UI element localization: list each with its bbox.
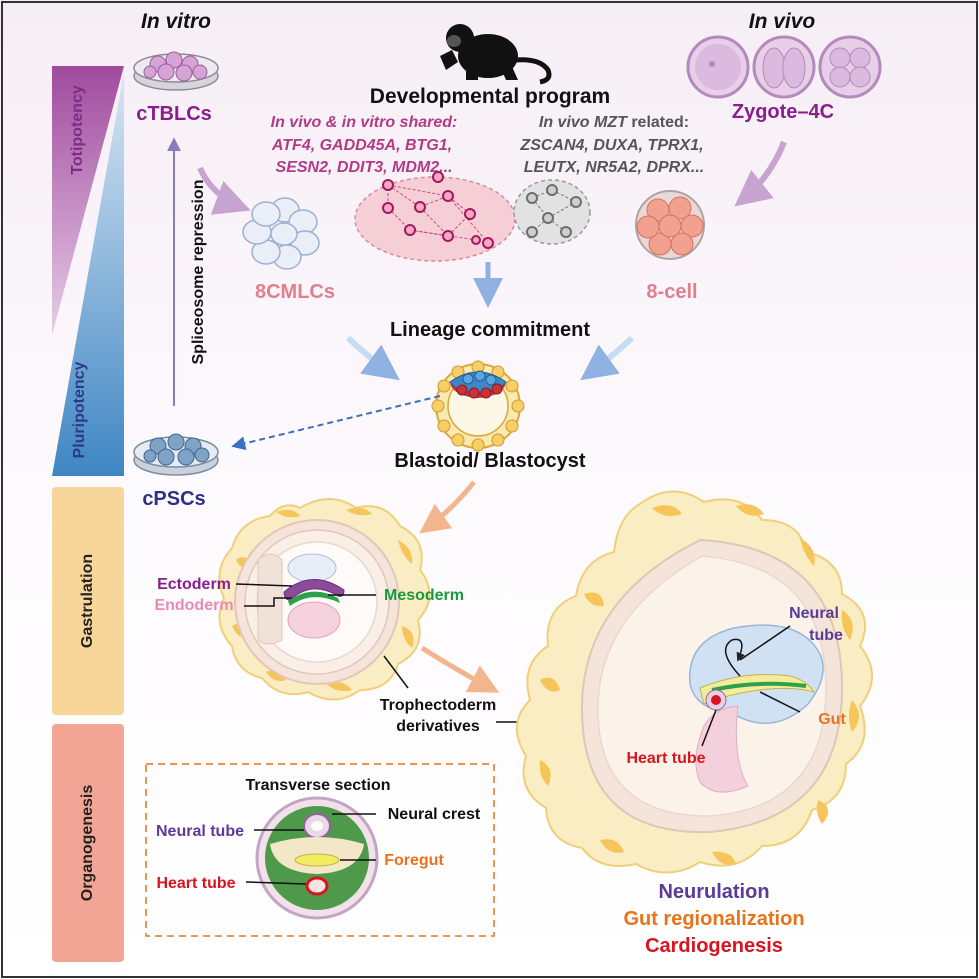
gastrula-embryo-icon xyxy=(218,498,431,701)
trophectoderm-leader-line-left xyxy=(383,655,409,689)
shared-genes-block: In vivo & in vitro shared: ATF4, GADD45A… xyxy=(271,114,458,176)
gut-regionalization-label: Gut regionalization xyxy=(623,908,804,930)
endoderm-leader-line xyxy=(244,597,292,607)
lineage-commitment-label: Lineage commitment xyxy=(390,319,590,341)
mzt-genes-line-2: LEUTX, NR5A2, DPRX... xyxy=(524,159,704,176)
section-neural-tube-label: Neural tube xyxy=(156,823,244,840)
gut-label: Gut xyxy=(818,711,846,728)
pluripotency-label: Pluripotency xyxy=(71,361,88,458)
blastocyst-icon xyxy=(431,360,525,452)
section-heart-tube-leader-line xyxy=(245,881,307,885)
endoderm-label: Endoderm xyxy=(154,597,233,614)
cpscs-label: cPSCs xyxy=(142,488,205,510)
dashed-arrow-blastocyst-to-cpscs xyxy=(231,395,441,451)
gut-leader-line xyxy=(759,691,801,713)
mzt-title-rest: related: xyxy=(627,114,689,131)
zygote-embryos-icon xyxy=(686,35,882,99)
mzt-gene-network xyxy=(513,179,591,245)
8cmlcs-label: 8CMLCs xyxy=(255,281,335,303)
mzt-genes-block: In vivo MZT related: ZSCAN4, DUXA, TPRX1… xyxy=(519,114,704,176)
transverse-section-icon xyxy=(255,796,379,920)
arrow-blastocyst-to-gastrula xyxy=(419,480,476,534)
shared-gene-network xyxy=(354,171,516,262)
mesoderm-label: Mesoderm xyxy=(384,587,464,604)
in-vivo-label: In vivo xyxy=(749,10,816,33)
shared-genes-line-2: SESN2, DDIT3, MDM2... xyxy=(276,159,453,176)
section-heart-tube-label: Heart tube xyxy=(156,875,235,892)
ctblcs-dish-icon xyxy=(133,51,219,91)
zygote-4c-label: Zygote–4C xyxy=(732,101,834,123)
ectoderm-label: Ectoderm xyxy=(157,576,231,593)
ectoderm-leader-line xyxy=(235,583,293,587)
blastoid-blastocyst-label: Blastoid/ Blastocyst xyxy=(394,450,586,472)
arrow-8cell-to-blastocyst xyxy=(580,335,635,381)
gastrulation-bar xyxy=(52,487,124,715)
organogenesis-embryo-icon xyxy=(515,490,873,874)
arrow-ctblcs-to-8cmlcs xyxy=(197,166,251,215)
arrow-gastrula-to-embryo xyxy=(420,645,500,693)
heart-tube-label: Heart tube xyxy=(626,750,705,767)
neural-tube-leader-line xyxy=(739,625,791,661)
neural-crest-label: Neural crest xyxy=(388,806,481,823)
arrow-zygote-to-8cell xyxy=(734,140,787,207)
in-vitro-label: In vitro xyxy=(141,10,211,33)
shared-genes-line-1: ATF4, GADD45A, BTG1, xyxy=(271,137,452,154)
transverse-section-title: Transverse section xyxy=(246,777,391,794)
ctblcs-label: cTBLCs xyxy=(136,103,212,125)
organogenesis-bar xyxy=(52,724,124,962)
8-cell-embryo-icon xyxy=(635,190,705,260)
mzt-genes-title: In vivo MZT related: xyxy=(539,114,689,131)
trophectoderm-label-line-1: Trophectoderm xyxy=(380,697,496,714)
transverse-section-box xyxy=(145,763,495,937)
monkey-icon xyxy=(440,24,552,85)
totipotency-label: Totipotency xyxy=(69,85,86,175)
heart-tube-leader-line xyxy=(701,709,717,747)
organogenesis-label: Organogenesis xyxy=(79,785,96,902)
mzt-title-italic: In vivo MZT xyxy=(539,114,628,131)
cardiogenesis-label: Cardiogenesis xyxy=(645,935,783,957)
neurulation-label: Neurulation xyxy=(658,881,769,903)
stage-bars: Totipotency Pluripotency Gastrulation Or… xyxy=(52,66,124,962)
totipotency-bar xyxy=(52,66,124,335)
8cmlcs-cell-cluster-icon xyxy=(242,197,320,270)
cpscs-dish-icon xyxy=(133,433,219,476)
developmental-program-title: Developmental program xyxy=(370,85,610,108)
mzt-genes-line-1: ZSCAN4, DUXA, TPRX1, xyxy=(519,137,703,154)
trophectoderm-label-line-2: derivatives xyxy=(396,718,480,735)
pluripotency-bar xyxy=(52,72,124,476)
foregut-label: Foregut xyxy=(384,852,444,869)
arrow-8cmlcs-to-blastoid xyxy=(345,335,400,381)
spliceosome-repression-label: Spliceosome repression xyxy=(190,180,207,365)
shared-genes-title: In vivo & in vitro shared: xyxy=(271,114,458,131)
neural-tube-label-line-1: Neural xyxy=(789,605,839,622)
8-cell-label: 8-cell xyxy=(646,281,697,303)
gastrulation-label: Gastrulation xyxy=(79,554,96,648)
neural-tube-label-line-2: tube xyxy=(809,627,843,644)
